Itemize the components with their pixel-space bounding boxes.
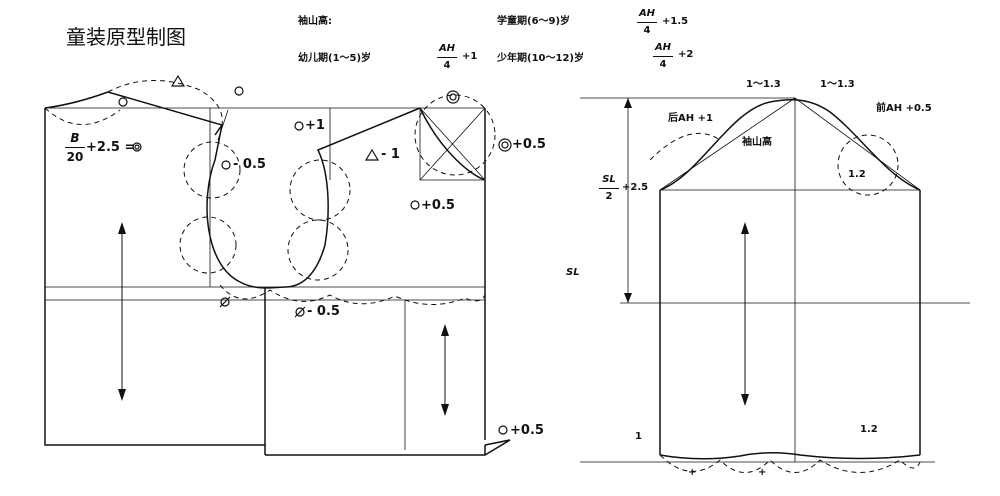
school-frac-line bbox=[637, 22, 657, 23]
back-neck-shoulder bbox=[44, 91, 224, 136]
front-neck-curve bbox=[419, 107, 486, 181]
sleeve-cap-curve bbox=[659, 98, 921, 191]
infant-frac-den: 4 bbox=[443, 60, 451, 71]
infant-frac-line bbox=[437, 57, 457, 58]
cap-frac-num: SL bbox=[602, 174, 616, 185]
hem-plus-right: + bbox=[758, 467, 767, 478]
school-addend: +1.5 bbox=[662, 16, 689, 27]
school-frac-num: AH bbox=[638, 8, 656, 19]
school-frac-den: 4 bbox=[643, 25, 651, 36]
cap-height-label: 袖山高 bbox=[742, 137, 772, 148]
hem-plus-left: + bbox=[688, 467, 697, 478]
infant-addend: +1 bbox=[462, 51, 478, 62]
cap-frac-line bbox=[599, 188, 619, 189]
diagram-title: 童装原型制图 bbox=[66, 25, 186, 49]
infant-frac-num: AH bbox=[438, 43, 456, 54]
neck-frac-den: 20 bbox=[66, 150, 84, 164]
armhole-curve bbox=[206, 107, 421, 289]
cap-value-12: 1.2 bbox=[848, 169, 866, 180]
school-age-label: 学童期(6～9)岁 bbox=[497, 16, 571, 27]
neck-frac-num: B bbox=[70, 131, 80, 145]
triangle-minus1-label: - 1 bbox=[381, 147, 400, 162]
circle-plus05-label: +0.5 bbox=[421, 198, 455, 213]
front-hem bbox=[265, 439, 511, 456]
double-circle-plus05-label: +0.5 bbox=[512, 137, 546, 152]
neck-frac-rest: +2.5 = bbox=[86, 140, 136, 155]
sleeve-top-left-note: 1～1.3 bbox=[746, 79, 781, 90]
sleeve-hem-curve bbox=[659, 452, 921, 460]
youth-frac-den: 4 bbox=[659, 59, 667, 70]
infant-age-label: 幼儿期(1～5)岁 bbox=[298, 53, 372, 64]
circle-minus05-label: - 0.5 bbox=[233, 157, 266, 172]
back-ah-label: 后AH +1 bbox=[668, 113, 713, 124]
youth-frac-num: AH bbox=[654, 42, 672, 53]
front-ah-label: 前AH +0.5 bbox=[876, 103, 932, 114]
hem-value-12: 1.2 bbox=[860, 424, 878, 435]
cap-frac-rest: +2.5 bbox=[622, 182, 649, 193]
sl-label: SL bbox=[566, 267, 580, 278]
hem-plus05-label: +0.5 bbox=[510, 423, 544, 438]
back-bodice-outline bbox=[44, 108, 265, 446]
sleeve-top-right-note: 1～1.3 bbox=[820, 79, 855, 90]
slash-circle-minus05-label: - 0.5 bbox=[307, 304, 340, 319]
cap-frac-den: 2 bbox=[605, 191, 613, 202]
hem-value-1: 1 bbox=[635, 431, 642, 442]
youth-frac-line bbox=[653, 56, 673, 57]
circle-plus1-label: +1 bbox=[305, 118, 325, 133]
youth-age-label: 少年期(10～12)岁 bbox=[497, 53, 584, 64]
neck-frac-line bbox=[65, 147, 85, 148]
sleeve-cap-heading: 袖山高: bbox=[298, 16, 332, 27]
front-neck-diagonal-2 bbox=[419, 107, 486, 181]
youth-addend: +2 bbox=[678, 49, 694, 60]
